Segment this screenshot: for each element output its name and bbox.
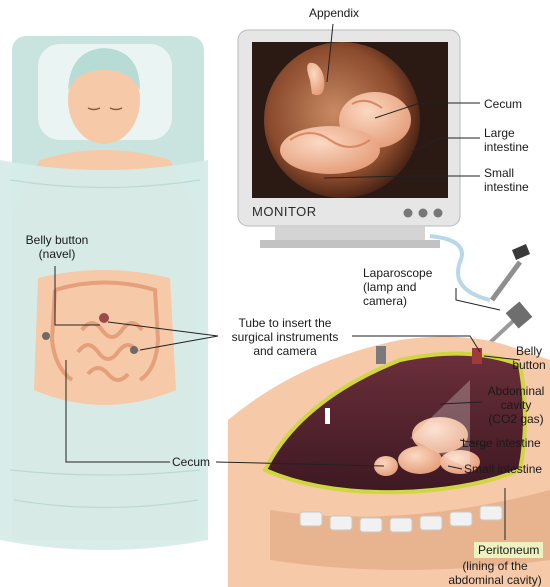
cecum-fold (351, 99, 383, 109)
patient (0, 36, 208, 550)
camera-cable (429, 234, 491, 302)
leader-tube-1 (107, 321, 219, 337)
label-line: (lamp and (363, 280, 417, 294)
label-laparoscope: Laparoscope (lamp and camera) (363, 266, 432, 308)
label-large-intestine-monitor: Large intestine (484, 126, 529, 154)
section-intestines (374, 417, 480, 476)
label-line: surgical instruments (231, 330, 339, 344)
label-small-intestine-monitor: Small intestine (484, 166, 529, 194)
leader-cecum-body-1 (65, 360, 170, 463)
appendix-organ (307, 62, 325, 96)
leader-navel (54, 266, 100, 326)
label-line: Tube to insert the (238, 316, 332, 330)
label-line: (CO2 gas) (488, 412, 544, 426)
monitor (237, 29, 461, 248)
instrument-port (376, 346, 386, 364)
intestine-folds (289, 132, 371, 148)
scope-body (505, 301, 533, 329)
instrument-tip (325, 408, 330, 424)
leader-belly-button (483, 355, 521, 361)
camera-light (410, 380, 470, 470)
label-line: camera) (363, 294, 408, 308)
surgical-cap (68, 48, 140, 90)
label-line: Large (484, 126, 515, 140)
monitor-button-1 (403, 208, 413, 218)
label-line: intestine (484, 180, 529, 194)
side-port (130, 346, 138, 354)
navel-port (99, 313, 109, 323)
leader-appendix (326, 23, 334, 83)
vertebrae (299, 505, 503, 533)
label-large-intestine-right: Large intestine (462, 436, 541, 450)
leader-laparoscope (455, 288, 501, 311)
label-monitor: MONITOR (252, 204, 317, 219)
leader-cecum-monitor (374, 102, 480, 119)
exposed-abdomen (34, 270, 176, 405)
leader-lines (54, 23, 521, 540)
monitor-button-2 (418, 208, 428, 218)
closed-eyes (87, 107, 123, 111)
scope-handle (489, 260, 523, 302)
monitor-base (260, 240, 440, 248)
label-line: button (512, 358, 546, 372)
label-line: Small (484, 166, 515, 180)
label-line: intestine (484, 140, 529, 154)
label-line: Belly button (25, 233, 89, 247)
label-small-intestine-right: Small intestine (464, 462, 543, 476)
label-line: (navel) (38, 247, 76, 261)
small-intestine-organ (280, 126, 380, 174)
scope-eyepiece (512, 244, 530, 260)
leader-cavity (439, 401, 483, 405)
label-abdominal-cavity: Abdominal cavity (CO2 gas) (484, 384, 548, 426)
label-peritoneum: Peritoneum (474, 542, 544, 558)
leader-cecum-body-2 (215, 461, 385, 467)
label-line: (lining of the (462, 559, 528, 573)
leader-tube-3 (352, 335, 481, 353)
label-line: Laparoscope (363, 266, 433, 280)
left-port (42, 332, 50, 340)
monitor-button-3 (433, 208, 443, 218)
abdomen-intestines (49, 280, 161, 382)
leader-small-right (447, 465, 463, 470)
head (68, 56, 140, 144)
label-cecum-body: Cecum (172, 455, 211, 469)
leader-large-intestine (411, 137, 480, 153)
label-appendix: Appendix (308, 6, 360, 20)
label-line: cavity (500, 398, 532, 412)
leader-tube-2 (139, 335, 219, 351)
label-tube: Tube to insert the surgical instruments … (218, 316, 352, 358)
label-line: abdominal cavity) (448, 573, 542, 587)
sheet-folds (9, 179, 201, 509)
label-line: and camera (253, 344, 317, 358)
label-line: Abdominal (487, 384, 545, 398)
leader-large-right (459, 439, 489, 447)
label-cecum-monitor: Cecum (484, 97, 523, 111)
label-peritoneum-description: (lining of the abdominal cavity) (440, 559, 550, 587)
leader-small-intestine (323, 175, 480, 179)
label-belly-button-right: Belly button (508, 344, 550, 372)
camera-port (472, 348, 482, 364)
label-line: Belly (515, 344, 542, 358)
label-belly-button-navel: Belly button (navel) (16, 233, 98, 261)
monitor-stand (275, 226, 425, 240)
